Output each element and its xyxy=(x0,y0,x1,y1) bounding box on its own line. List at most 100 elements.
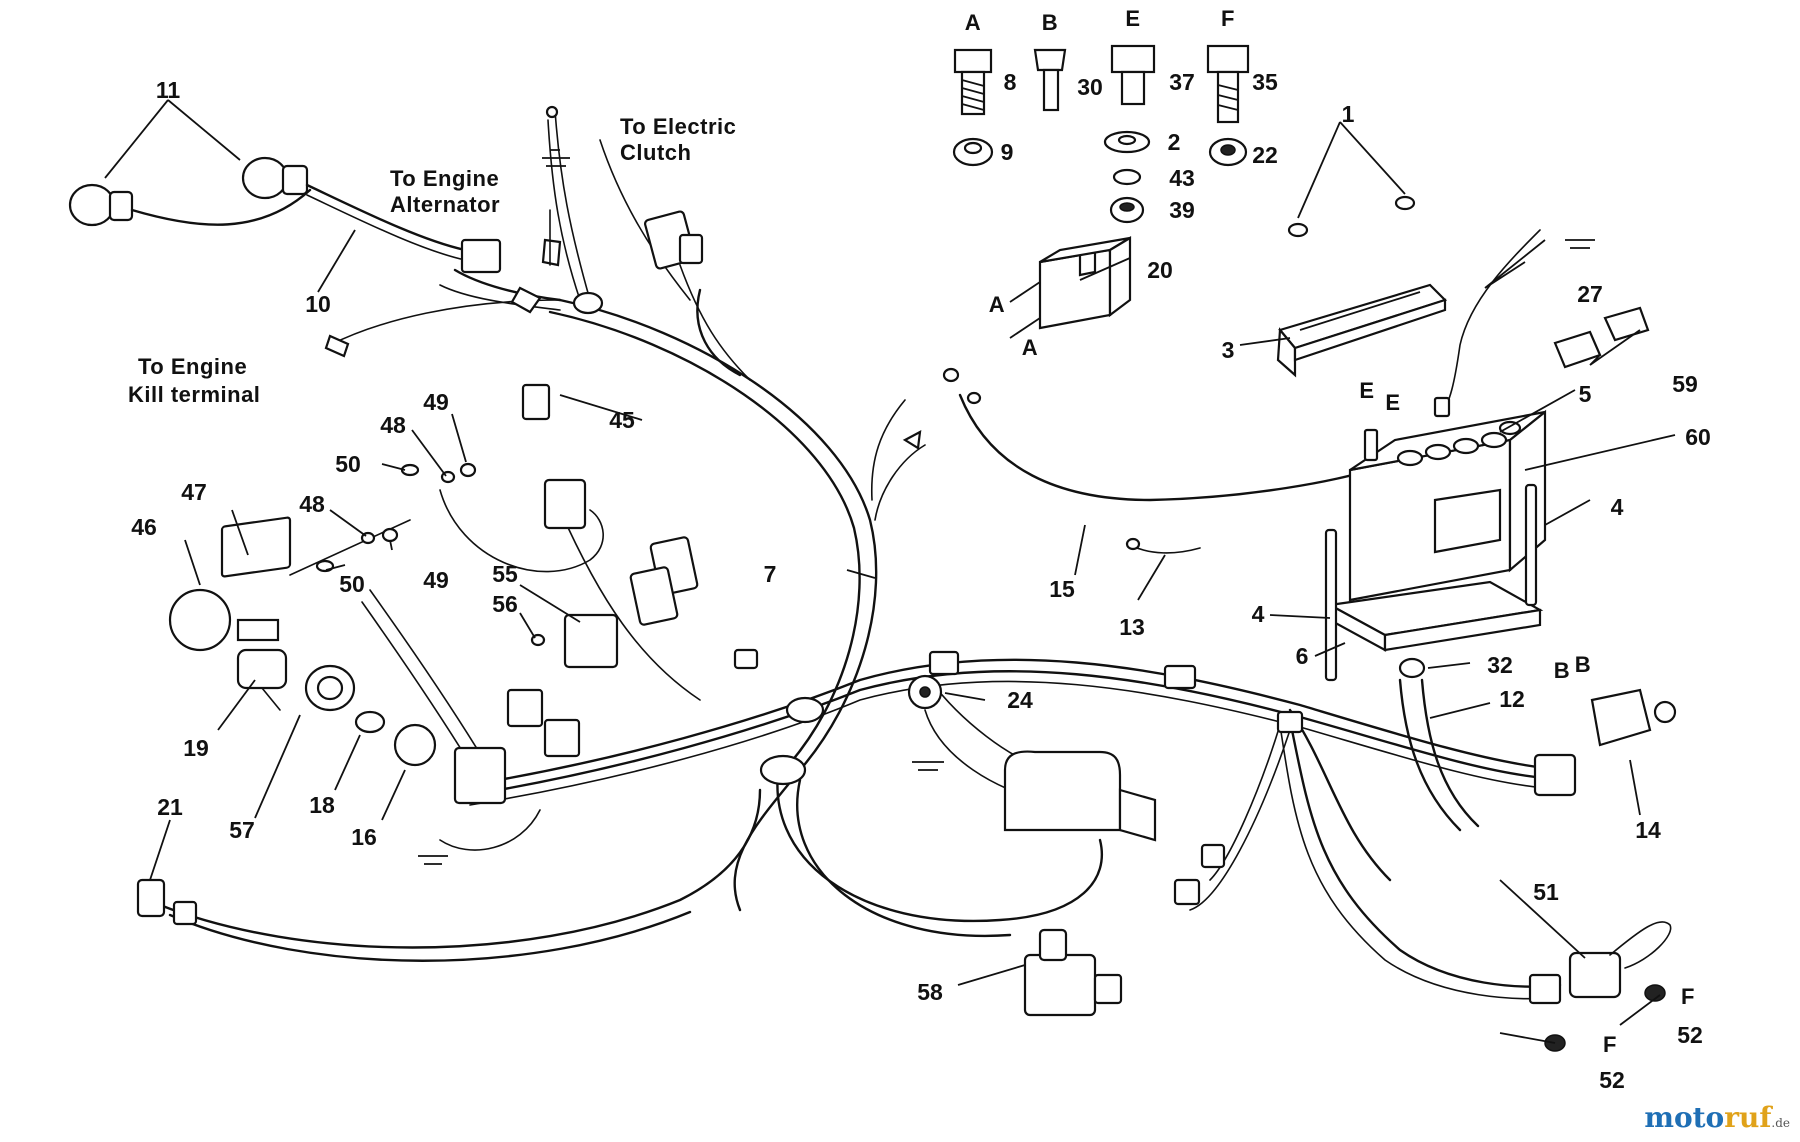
alternator-terminals xyxy=(510,209,562,314)
ground-symbols xyxy=(418,105,1595,865)
callout-11: 11 xyxy=(156,77,181,103)
callout-12: 12 xyxy=(1499,686,1525,712)
center-connectors xyxy=(629,536,759,670)
connector-45 xyxy=(521,383,587,530)
callout-56: 56 xyxy=(492,591,518,617)
callout-10: 10 xyxy=(305,291,331,317)
callout-1: 1 xyxy=(1342,101,1355,127)
callout-59: 59 xyxy=(1672,371,1698,397)
callout-4b: 4 xyxy=(1252,601,1265,627)
callout-6: 6 xyxy=(1296,643,1309,669)
callout-4a: 4 xyxy=(1611,494,1624,520)
callout-3: 3 xyxy=(1222,337,1235,363)
watermark-part3: .de xyxy=(1771,1116,1790,1130)
relay-55 xyxy=(530,613,619,669)
holddown-bolts-1 xyxy=(1287,195,1416,238)
callout-48a: 48 xyxy=(380,412,406,438)
letter-f-top: F xyxy=(1221,6,1235,31)
letter-a-block: A xyxy=(989,292,1005,317)
switch-14 xyxy=(1533,688,1677,797)
letter-e-top: E xyxy=(1125,6,1140,31)
callout-58: 58 xyxy=(917,979,943,1005)
callout-52b: 52 xyxy=(1599,1067,1625,1093)
callout-22: 22 xyxy=(1252,142,1278,168)
harness-clip xyxy=(1276,710,1304,734)
letter-e-battery: E xyxy=(1359,378,1374,403)
harness-clip xyxy=(1163,664,1197,690)
harness-wrap xyxy=(785,696,825,724)
terminal-covers-59 xyxy=(1553,306,1650,369)
callout-37: 37 xyxy=(1169,69,1195,95)
hardware-bolts xyxy=(952,44,1250,224)
letter-f-clip-2: F xyxy=(1603,1032,1617,1057)
callout-55: 55 xyxy=(492,561,518,587)
hardware-letters: A B E F A A E E B B F F xyxy=(965,6,1695,1057)
callout-24: 24 xyxy=(1007,687,1033,713)
letter-f-clip: F xyxy=(1681,984,1695,1009)
callout-15: 15 xyxy=(1049,576,1075,602)
callout-30: 30 xyxy=(1077,74,1103,100)
callout-5: 5 xyxy=(1579,381,1592,407)
callout-45: 45 xyxy=(609,407,635,433)
label-electric-clutch-line1: To Electric xyxy=(620,114,736,139)
callout-7: 7 xyxy=(764,561,777,587)
main-harness xyxy=(158,109,1562,1000)
letter-b-switch: B xyxy=(1554,658,1570,683)
letter-e-battery-2: E xyxy=(1385,390,1400,415)
callout-43: 43 xyxy=(1169,165,1195,191)
connector-51 xyxy=(1528,921,1672,1005)
spacer-block-20 xyxy=(1038,236,1132,330)
callout-48b: 48 xyxy=(299,491,325,517)
harness-wrap xyxy=(572,291,604,315)
callout-50b: 50 xyxy=(339,571,365,597)
callout-13: 13 xyxy=(1119,614,1145,640)
ignition-coil xyxy=(1003,750,1157,842)
label-alternator-line1: To Engine xyxy=(390,166,499,191)
hour-meter-assembly xyxy=(168,462,581,805)
callout-27: 27 xyxy=(1577,281,1603,307)
clips-52 xyxy=(1544,984,1666,1052)
callout-numbers: 11 10 1 27 3 59 5 60 4 4 6 32 12 14 51 5… xyxy=(131,69,1711,1093)
callout-52a: 52 xyxy=(1677,1022,1703,1048)
callout-18: 18 xyxy=(309,792,335,818)
callout-2: 2 xyxy=(1168,129,1181,155)
callout-49a: 49 xyxy=(423,389,449,415)
harness-wrap xyxy=(759,754,807,786)
callout-57: 57 xyxy=(229,817,255,843)
callout-46: 46 xyxy=(131,514,157,540)
nut-32 xyxy=(1398,657,1426,679)
callout-50a: 50 xyxy=(335,451,361,477)
callout-19: 19 xyxy=(183,735,209,761)
watermark-part1: moto xyxy=(1644,1101,1725,1134)
callout-32: 32 xyxy=(1487,652,1513,678)
watermark-part2: ruf xyxy=(1724,1101,1772,1134)
kill-terminal xyxy=(324,334,350,358)
connectors-mid-bottom xyxy=(1173,843,1226,906)
callout-39: 39 xyxy=(1169,197,1195,223)
label-kill-line2: Kill terminal xyxy=(128,382,260,407)
callout-35: 35 xyxy=(1252,69,1278,95)
electric-clutch-connector xyxy=(644,210,704,270)
headlight-bulbs xyxy=(68,156,502,274)
callout-51: 51 xyxy=(1533,879,1559,905)
label-kill-line1: To Engine xyxy=(138,354,247,379)
letter-a-block-2: A xyxy=(1022,335,1038,360)
label-alternator-line2: Alternator xyxy=(390,192,500,217)
destination-labels: To Electric Clutch To Engine Alternator … xyxy=(128,114,736,407)
connector-21 xyxy=(136,878,198,926)
callout-14: 14 xyxy=(1635,817,1661,843)
battery xyxy=(1326,396,1547,652)
letter-b-switch-2: B xyxy=(1575,652,1591,677)
callout-8: 8 xyxy=(1004,69,1017,95)
callout-21: 21 xyxy=(157,794,183,820)
letter-a-top: A xyxy=(965,10,981,35)
callout-16: 16 xyxy=(351,824,377,850)
ring-terminal-13 xyxy=(1125,537,1141,551)
callout-49b: 49 xyxy=(423,567,449,593)
seat-switch-58 xyxy=(1023,928,1123,1017)
letter-b-top: B xyxy=(1042,10,1058,35)
leader-lines xyxy=(104,99,1676,1044)
cable-15-ends xyxy=(902,367,982,450)
callout-20: 20 xyxy=(1147,257,1173,283)
